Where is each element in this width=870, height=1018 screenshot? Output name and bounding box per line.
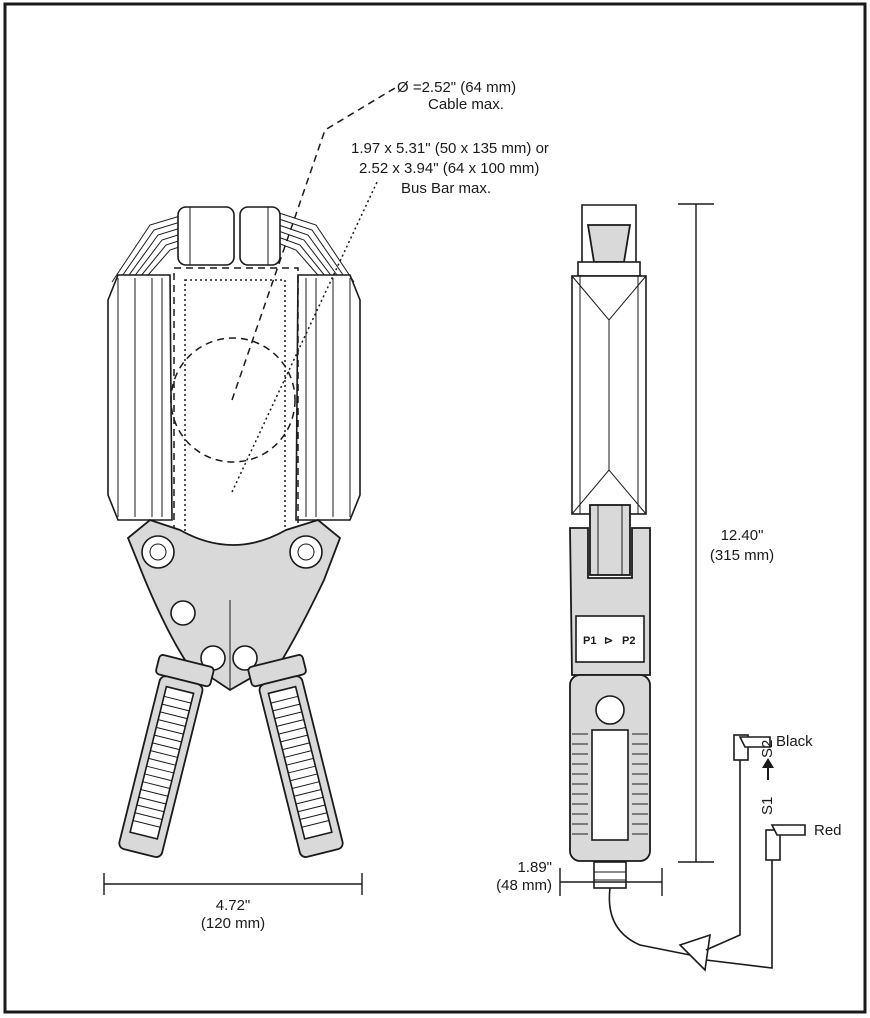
clamp-front-view bbox=[107, 87, 396, 858]
direction-arrow bbox=[762, 758, 774, 780]
left-jaw bbox=[107, 274, 173, 521]
right-handle bbox=[247, 654, 344, 858]
right-pivot bbox=[289, 535, 323, 569]
top-right-block bbox=[239, 206, 281, 266]
p1-p2-arrow-icon: ⊳ bbox=[604, 635, 613, 647]
height-mm: (315 mm) bbox=[710, 547, 774, 564]
clamp-head bbox=[126, 518, 342, 692]
top-left-block bbox=[177, 206, 235, 266]
busbar-max-line3: Bus Bar max. bbox=[401, 180, 491, 197]
width-dimension bbox=[103, 873, 363, 895]
busbar-max-line1: 1.97 x 5.31" (50 x 135 mm) or bbox=[351, 140, 549, 157]
height-dimension bbox=[678, 203, 714, 863]
label-s2: S2 bbox=[759, 740, 776, 758]
label-red: Red bbox=[814, 822, 842, 839]
clamp-side-view bbox=[569, 204, 806, 972]
cable-max-line2: Cable max. bbox=[428, 96, 504, 113]
label-s1: S1 bbox=[759, 797, 776, 815]
label-p1: P1 bbox=[583, 635, 596, 647]
label-p2: P2 bbox=[622, 635, 635, 647]
busbar-max-line2: 2.52 x 3.94" (64 x 100 mm) bbox=[359, 160, 539, 177]
width-mm: (120 mm) bbox=[201, 915, 265, 932]
right-jaw bbox=[295, 274, 361, 521]
depth-inches: 1.89" bbox=[517, 859, 552, 876]
label-black: Black bbox=[776, 733, 813, 750]
height-inches: 12.40" bbox=[721, 527, 764, 544]
left-pivot bbox=[141, 535, 175, 569]
p1-p2-label-box bbox=[575, 615, 645, 663]
left-handle bbox=[118, 654, 215, 858]
width-inches: 4.72" bbox=[216, 897, 251, 914]
cable-max-line1: Ø =2.52" (64 mm) bbox=[397, 79, 516, 96]
depth-mm: (48 mm) bbox=[496, 877, 552, 894]
depth-dimension bbox=[559, 868, 663, 896]
